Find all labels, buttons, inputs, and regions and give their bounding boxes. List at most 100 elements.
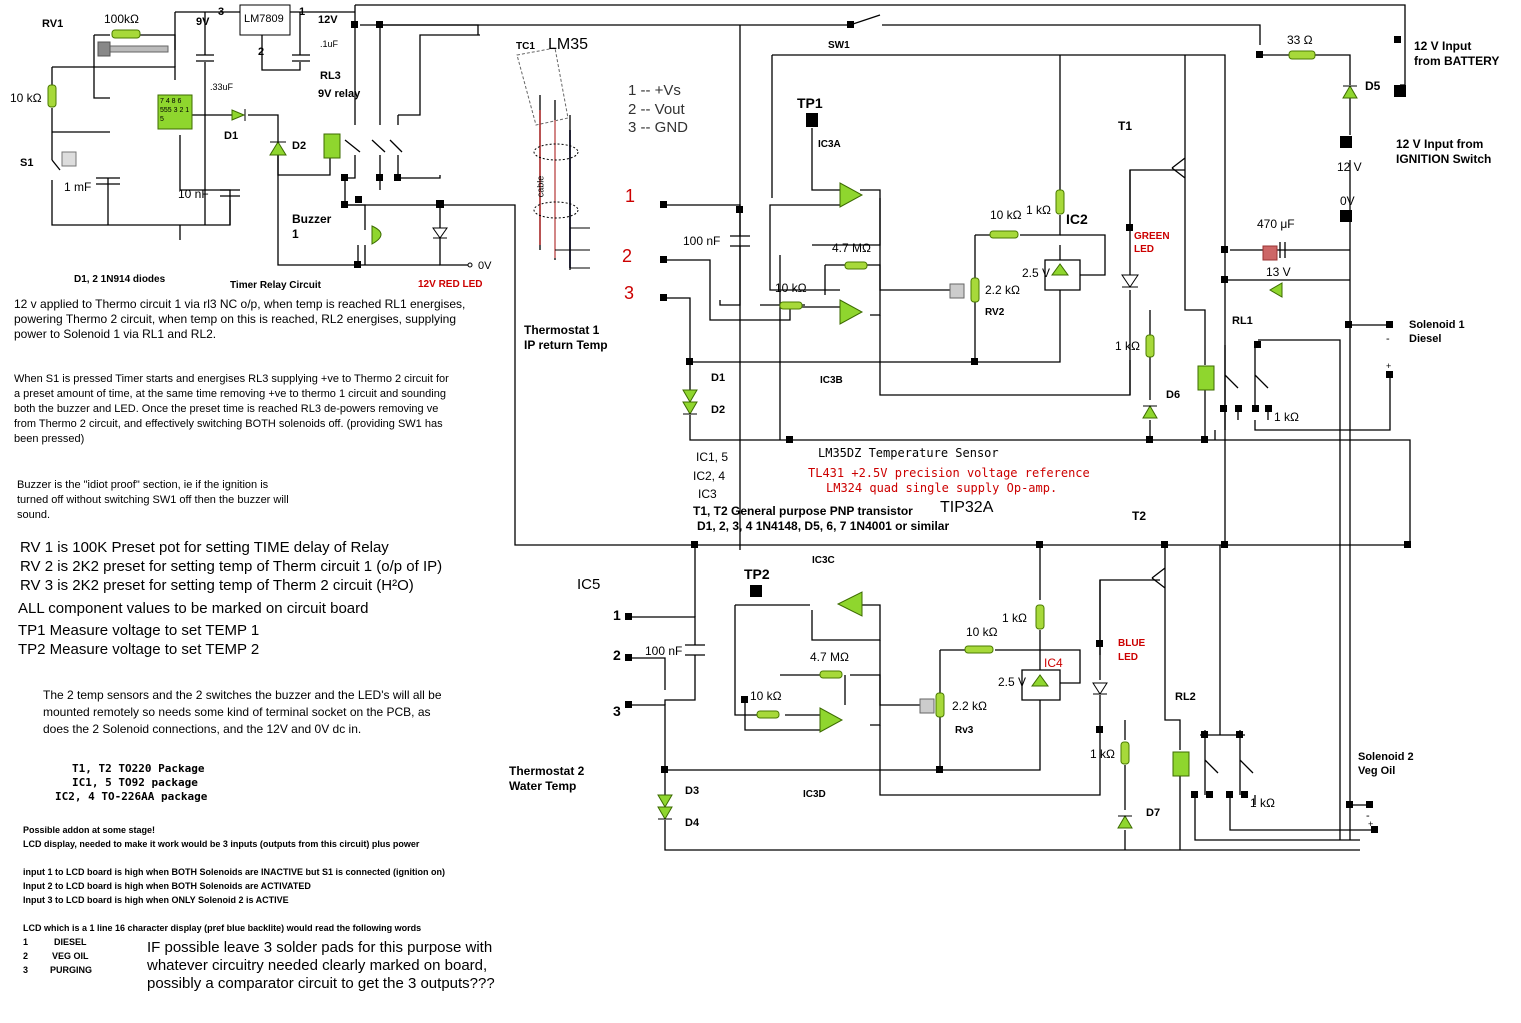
solenoid1-plus: + bbox=[1386, 361, 1392, 371]
c470-label: 470 μF bbox=[1257, 217, 1295, 231]
d3-label: D3 bbox=[685, 785, 700, 797]
rv1-pot bbox=[111, 29, 141, 39]
ov-label: 0V bbox=[478, 260, 492, 272]
r1k2-t1-label: 1 kΩ bbox=[1115, 339, 1140, 353]
t1-label: T1 bbox=[1118, 119, 1133, 133]
solenoid2-label: Solenoid 2 bbox=[1358, 751, 1414, 763]
r10k2-t1-label: 10 kΩ bbox=[990, 208, 1022, 222]
c100n-t1-label: 100 nF bbox=[683, 234, 721, 248]
reg-pin3: 3 bbox=[218, 6, 225, 18]
ic555-chip bbox=[157, 94, 193, 130]
battery-input-label: 12 V Input bbox=[1414, 39, 1472, 53]
solenoid2-minus: - bbox=[1366, 810, 1370, 822]
v25-t1-label: 2.5 V bbox=[1022, 266, 1051, 280]
rl2-coil bbox=[1172, 751, 1190, 777]
ic3c-opamp bbox=[836, 591, 863, 617]
c10n-label: 10 nF bbox=[178, 187, 209, 201]
rl1-label: RL1 bbox=[1232, 315, 1253, 327]
d5-label: D5 bbox=[1365, 79, 1381, 93]
lm35-sensor-drawing bbox=[516, 47, 590, 270]
r22k-t2-label: 2.2 kΩ bbox=[952, 699, 987, 713]
ic3c-label: IC3C bbox=[812, 555, 835, 566]
note-timer-operation: When S1 is pressed Timer starts and ener… bbox=[14, 373, 449, 445]
diode-parts-label: D1, 2, 3, 4 1N4148, D5, 6, 7 1N4001 or s… bbox=[697, 519, 950, 533]
note-thermo-operation: 12 v applied to Thermo circuit 1 via rl3… bbox=[14, 297, 466, 341]
blue-led-sub: LED bbox=[1118, 652, 1138, 663]
lcd-word3: PURGING bbox=[50, 965, 93, 975]
battery-input-sub: from BATTERY bbox=[1414, 54, 1500, 68]
lcd-word1-num: 1 bbox=[23, 937, 29, 947]
d2-t1-label: D2 bbox=[711, 404, 726, 416]
red-led-label: 12V RED LED bbox=[418, 279, 483, 290]
note-rv1: RV 1 is 100K Preset pot for setting TIME… bbox=[20, 539, 389, 556]
ic2-label: IC2 bbox=[1066, 211, 1088, 227]
thermostat1-wiring bbox=[665, 55, 1411, 545]
ic4-label: IC4 bbox=[1044, 656, 1063, 670]
ic555-label: 7 4 8 6 555 3 2 1 5 bbox=[160, 98, 190, 123]
note-rv3: RV 3 is 2K2 preset for setting temp of T… bbox=[20, 577, 414, 594]
rl1-coil bbox=[1197, 365, 1215, 391]
rl3-label: RL3 bbox=[320, 70, 341, 82]
parts-ic24: IC2, 4 bbox=[693, 469, 726, 483]
lcd-word3-num: 3 bbox=[23, 965, 29, 975]
d7-label: D7 bbox=[1146, 807, 1161, 819]
r10k-timer bbox=[47, 84, 57, 108]
note-tp2: TP2 Measure voltage to set TEMP 2 bbox=[18, 641, 260, 658]
thermostat1-label: Thermostat 1 bbox=[524, 323, 600, 337]
note-package-ic24: IC2, 4 TO-226AA package bbox=[55, 790, 208, 803]
reg-pin1: 1 bbox=[299, 6, 306, 18]
s1-switch-icon bbox=[61, 151, 77, 167]
green-led-label: GREEN bbox=[1134, 231, 1170, 242]
rl3-sub-label: 9V relay bbox=[318, 88, 361, 100]
thermostat2-label: Thermostat 2 bbox=[509, 764, 585, 778]
r33-label: 33 Ω bbox=[1287, 33, 1313, 47]
r1k-t2-label: 1 kΩ bbox=[1002, 611, 1027, 625]
parts-ic15: IC1, 5 bbox=[696, 450, 729, 464]
r47m-t1-label: 4.7 MΩ bbox=[832, 241, 871, 255]
solenoid2-plus: + bbox=[1368, 819, 1374, 829]
reg-pin2: 2 bbox=[258, 46, 265, 58]
tip32a-label: TIP32A bbox=[940, 499, 994, 516]
sw1-label: SW1 bbox=[828, 40, 850, 51]
t2-pin3: 3 bbox=[613, 703, 621, 719]
lcd-word2: VEG OIL bbox=[52, 951, 89, 961]
ic3a-label: IC3A bbox=[818, 139, 841, 150]
d2-label: D2 bbox=[292, 140, 307, 152]
note-package-ic15: IC1, 5 TO92 package bbox=[72, 776, 198, 789]
solenoid1-sub: Diesel bbox=[1409, 333, 1442, 345]
rl3-coil bbox=[323, 133, 341, 159]
parts-ic3: IC3 bbox=[698, 487, 717, 501]
v12-label: 12V bbox=[318, 14, 338, 26]
diodes-label: D1, 2 1N914 diodes bbox=[74, 274, 166, 285]
ov-input-label: 0V bbox=[1340, 194, 1355, 208]
timer-title: Timer Relay Circuit bbox=[230, 280, 321, 291]
rv1-value: 100kΩ bbox=[104, 12, 139, 26]
solenoid1-minus: - bbox=[1386, 333, 1390, 345]
t2-label: T2 bbox=[1132, 509, 1147, 523]
v13-label: 13 V bbox=[1266, 265, 1291, 279]
r47m-t2-label: 4.7 MΩ bbox=[810, 650, 849, 664]
lcd-word1: DIESEL bbox=[54, 937, 87, 947]
ignition-input-label: 12 V Input from bbox=[1396, 137, 1484, 151]
r10k-t1-label: 10 kΩ bbox=[775, 281, 807, 295]
note-rv2: RV 2 is 2K2 preset for setting temp of T… bbox=[20, 558, 443, 575]
green-led-sub: LED bbox=[1134, 244, 1154, 255]
pin-legend-1: 1 -- +Vs bbox=[628, 82, 681, 99]
r1k2-t2-label: 1 kΩ bbox=[1090, 747, 1115, 761]
t1-pin2: 2 bbox=[622, 246, 633, 266]
r1k-rl2-label: 1 kΩ bbox=[1250, 796, 1275, 810]
note-tp1: TP1 Measure voltage to set TEMP 1 bbox=[18, 622, 260, 639]
note-package-t: T1, T2 TO220 Package bbox=[72, 762, 205, 775]
note-buzzer: Buzzer is the "idiot proof" section, ie … bbox=[17, 479, 289, 521]
rv2-label: RV2 bbox=[985, 307, 1005, 318]
cable-label: cable bbox=[535, 175, 546, 198]
thermostat2-sub-label: Water Temp bbox=[509, 779, 577, 793]
r1k-t1-label: 1 kΩ bbox=[1026, 203, 1051, 217]
lm35-label: LM35 bbox=[548, 36, 589, 53]
r10k-label: 10 kΩ bbox=[10, 91, 42, 105]
r10k-t2-label: 10 kΩ bbox=[750, 689, 782, 703]
v12-input-label: 12 V bbox=[1337, 160, 1362, 174]
tp1-label: TP1 bbox=[797, 95, 823, 111]
r33-resistor bbox=[1288, 50, 1316, 60]
t1-pin3: 3 bbox=[624, 283, 635, 303]
